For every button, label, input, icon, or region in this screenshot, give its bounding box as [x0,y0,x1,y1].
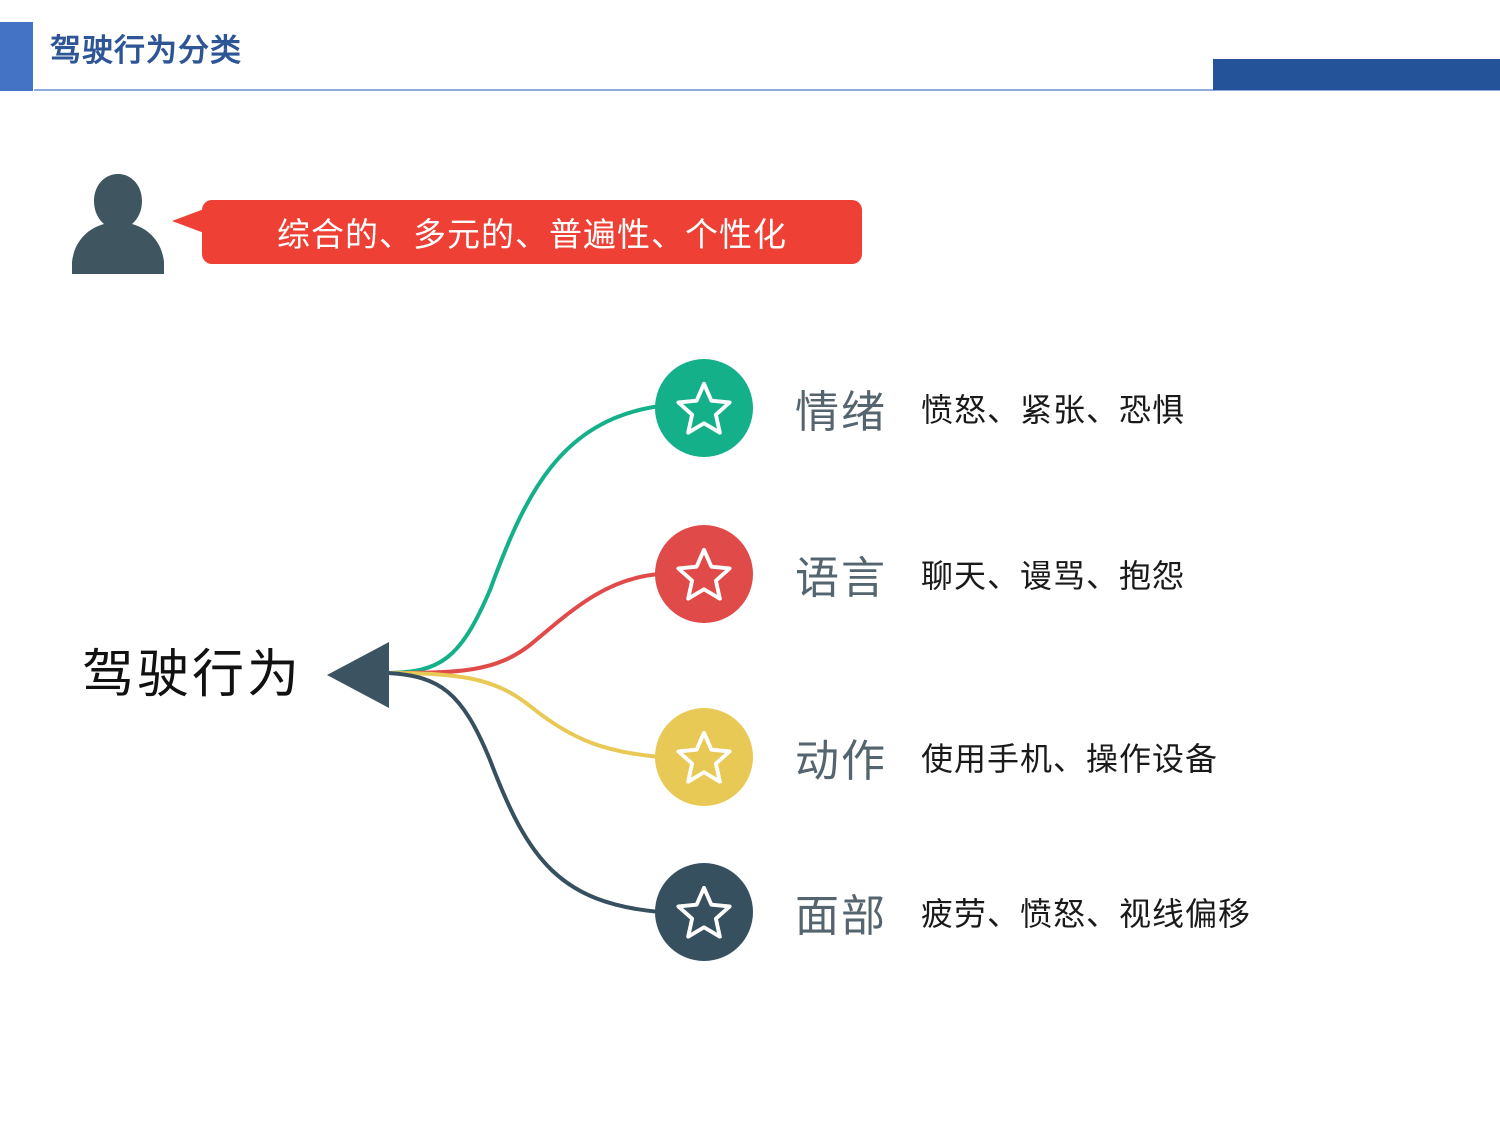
branch-icon-circle [655,708,753,806]
branch-title: 语言 [795,554,887,603]
branch-icon-circle [655,359,753,457]
header-right-block [1213,59,1500,90]
star-icon [676,547,732,601]
root-arrow-icon [327,642,389,708]
branch-icon-circle [655,863,753,961]
branch-description: 疲劳、愤怒、视线偏移 [921,896,1252,932]
root-node-label: 驾驶行为 [82,646,303,704]
branch-title: 情绪 [795,388,887,437]
branch-title: 动作 [795,737,887,786]
speech-bubble-tail [172,209,204,233]
header-divider [34,89,1500,91]
branch-title: 面部 [795,892,887,941]
connector-line-face [386,671,662,914]
connector-line-action [386,671,662,759]
speech-bubble-text: 综合的、多元的、普遍性、个性化 [277,216,787,253]
star-icon [676,381,732,435]
star-icon [676,730,732,784]
connector-line-emotion [386,404,662,675]
branch-emotion[interactable]: 情绪 愤怒、紧张、恐惧 [655,358,1185,458]
branch-description: 愤怒、紧张、恐惧 [921,392,1186,428]
slide-header: 驾驶行为分类 [0,0,1500,100]
branch-icon-circle [655,525,753,623]
connector-line-language [386,572,662,675]
header-accent-bar [0,22,33,91]
person-silhouette-icon [72,174,164,274]
branch-action[interactable]: 动作 使用手机、操作设备 [655,707,1218,807]
page-title: 驾驶行为分类 [50,33,242,68]
speech-bubble: 综合的、多元的、普遍性、个性化 [202,200,862,264]
branch-description: 聊天、谩骂、抱怨 [921,558,1186,594]
branch-description: 使用手机、操作设备 [921,741,1219,777]
star-icon [676,885,732,939]
branch-language[interactable]: 语言 聊天、谩骂、抱怨 [655,524,1185,624]
branch-face[interactable]: 面部 疲劳、愤怒、视线偏移 [655,862,1251,962]
